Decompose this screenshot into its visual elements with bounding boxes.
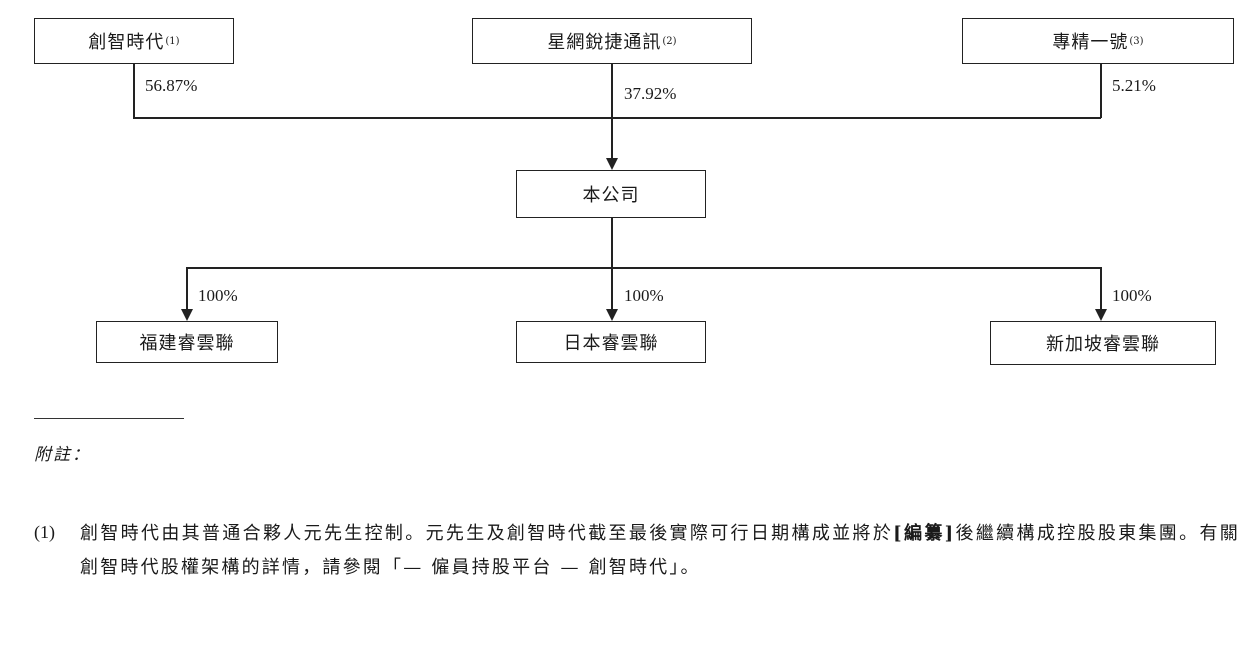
- notes-divider: [34, 418, 184, 419]
- subsidiary-box-fujian: 福建睿雲聯: [96, 321, 278, 363]
- pct-sub-japan: 100%: [624, 286, 664, 305]
- note-text-part1: 創智時代由其普通合夥人元先生控制。元先生及創智時代截至最後實際可行日期構成並將於: [80, 523, 894, 544]
- pct-sub-fujian: 100%: [198, 286, 238, 305]
- arrow-to-sub-right: [1095, 309, 1107, 321]
- subsidiary-name: 福建睿雲聯: [139, 333, 235, 354]
- connector-top-horizontal: [133, 117, 1101, 119]
- note-text-part2: 後繼續構成控股股東集團。有關創智時代股權架構的詳情，請參閱「— 僱員持股平台 —…: [80, 523, 1240, 578]
- company-box: 本公司: [516, 170, 706, 218]
- note-marker: (1): [165, 35, 180, 47]
- pct-zhuanjing: 5.21%: [1112, 76, 1156, 95]
- connector-left-vertical: [133, 64, 135, 118]
- entity-box-chuangzhi: 創智時代(1): [34, 18, 234, 64]
- pct-xingwang: 37.92%: [624, 84, 677, 103]
- entity-box-xingwang: 星網銳捷通訊(2): [472, 18, 752, 64]
- connector-center-vertical: [611, 64, 613, 164]
- connector-company-down: [611, 218, 613, 268]
- connector-right-vertical: [1100, 64, 1102, 118]
- note-text: 創智時代由其普通合夥人元先生控制。元先生及創智時代截至最後實際可行日期構成並將於…: [80, 517, 1240, 585]
- connector-sub-right: [1100, 267, 1102, 311]
- connector-sub-center: [611, 267, 613, 311]
- notes-title: 附註：: [34, 445, 91, 465]
- subsidiary-name: 日本睿雲聯: [563, 333, 659, 354]
- pct-chuangzhi: 56.87%: [145, 76, 198, 95]
- note-number: (1): [34, 522, 55, 542]
- subsidiary-box-japan: 日本睿雲聯: [516, 321, 706, 363]
- connector-bottom-horizontal: [186, 267, 1101, 269]
- pct-sub-singapore: 100%: [1112, 286, 1152, 305]
- entity-box-zhuanjing: 專精一號(3): [962, 18, 1234, 64]
- arrow-to-company: [606, 158, 618, 170]
- subsidiary-name: 新加坡睿雲聯: [1046, 334, 1160, 355]
- arrow-to-sub-center: [606, 309, 618, 321]
- note-marker: (2): [662, 35, 677, 47]
- entity-name: 星網銳捷通訊: [547, 32, 662, 53]
- connector-sub-left: [186, 267, 188, 311]
- subsidiary-box-singapore: 新加坡睿雲聯: [990, 321, 1216, 365]
- note-marker: (3): [1129, 35, 1144, 47]
- company-name: 本公司: [582, 185, 640, 206]
- note-text-bold: [編纂]: [893, 523, 956, 544]
- entity-name: 創智時代: [88, 32, 165, 53]
- entity-name: 專精一號: [1052, 32, 1129, 53]
- arrow-to-sub-left: [181, 309, 193, 321]
